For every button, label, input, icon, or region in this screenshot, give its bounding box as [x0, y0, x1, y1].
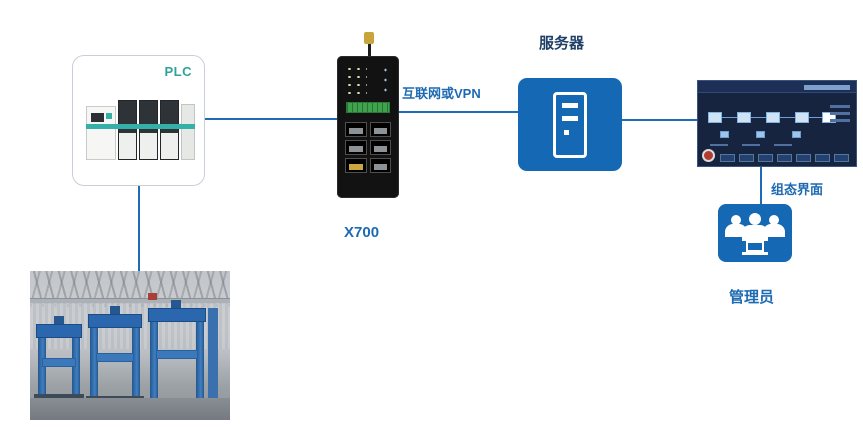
person-body [742, 225, 768, 241]
plc-io-module [118, 100, 137, 160]
connector-plc-machine [138, 186, 140, 271]
factory-crane-beam [30, 298, 230, 304]
scada-flow-box [737, 112, 751, 123]
ethernet-port [369, 122, 391, 137]
scada-toolbar-button [815, 154, 830, 162]
scada-list-line [830, 105, 850, 108]
press-platen [95, 352, 135, 362]
server-power-dot [564, 129, 569, 135]
person-head [731, 215, 741, 225]
factory-hoist [148, 293, 157, 300]
antenna-tip [364, 32, 374, 44]
internet-vpn-label: 互联网或VPN [402, 86, 481, 101]
plc-display [91, 113, 104, 122]
press-column [72, 338, 80, 394]
scada-title-text [804, 85, 850, 90]
press-column [196, 322, 204, 398]
server-icon [518, 78, 622, 171]
scada-toolbar-button [720, 154, 735, 162]
scada-text-dash [710, 144, 728, 146]
press-crossbeam [148, 308, 206, 322]
scada-toolbar-button [758, 154, 773, 162]
connector-server-scada [622, 119, 697, 121]
led-indicators [345, 65, 367, 95]
press-crossbeam [36, 324, 82, 338]
person-head [749, 213, 761, 225]
press-platen [42, 357, 76, 367]
antenna-mast [368, 43, 371, 56]
router-icon [337, 32, 399, 198]
ethernet-port [345, 158, 367, 173]
led-indicators [381, 65, 391, 95]
ethernet-port [345, 122, 367, 137]
laptop-base [742, 252, 768, 255]
plc-teal-stripe [86, 124, 195, 129]
press-column [38, 338, 46, 394]
scada-list-line [830, 112, 850, 115]
connector-router-server [399, 111, 518, 113]
server-slot [562, 115, 578, 121]
press-platen [156, 350, 198, 359]
plc-node: PLC [72, 55, 205, 186]
scada-red-indicator [702, 149, 715, 162]
scada-flow-box [795, 112, 809, 123]
scada-flow-box-small [720, 131, 729, 138]
press-cylinder [109, 306, 120, 314]
scada-screen-icon [697, 80, 857, 167]
scada-flow-box-small [792, 131, 801, 138]
admin-icon [718, 204, 792, 262]
laptop-icon [746, 241, 764, 252]
press-column [132, 328, 140, 396]
person-body [763, 224, 785, 237]
plc-modules-icon [86, 98, 195, 160]
plc-label: PLC [164, 64, 192, 79]
scada-text-dash [774, 144, 792, 146]
factory-photo [30, 271, 230, 420]
factory-floor [30, 398, 230, 420]
plc-io-module [160, 100, 179, 160]
factory-column [208, 308, 218, 404]
plc-brand-tag [106, 113, 112, 119]
scada-toolbar-button [777, 154, 792, 162]
scada-toolbar-button [739, 154, 754, 162]
ethernet-port [345, 140, 367, 155]
server-slot [562, 102, 578, 108]
press-machine [86, 306, 144, 406]
server-tower-glyph [553, 91, 587, 158]
admin-label: 管理员 [729, 289, 775, 306]
press-machine [146, 300, 208, 408]
scada-list-line [830, 119, 850, 122]
person-head [769, 215, 779, 225]
press-column [150, 322, 158, 398]
press-crossbeam [88, 314, 142, 328]
scada-flow-box [766, 112, 780, 123]
plc-end-cap [181, 104, 195, 160]
router-label: X700 [344, 224, 380, 241]
plc-io-module [139, 100, 158, 160]
server-label: 服务器 [539, 35, 585, 52]
press-cylinder [171, 300, 182, 308]
ethernet-port [369, 140, 391, 155]
scada-toolbar-button [796, 154, 811, 162]
scada-flow-box [708, 112, 722, 123]
press-column [90, 328, 98, 396]
scada-toolbar-button [834, 154, 849, 162]
plc-cpu-module [86, 106, 116, 160]
ethernet-ports [345, 122, 391, 173]
person-body [725, 224, 747, 237]
press-machine [34, 316, 84, 404]
ethernet-port [369, 158, 391, 173]
terminal-block [346, 102, 390, 113]
scada-titlebar [698, 81, 856, 93]
scada-label: 组态界面 [771, 182, 824, 197]
connector-plc-router [205, 118, 337, 120]
scada-flow-box [822, 112, 836, 123]
scada-text-dash [742, 144, 760, 146]
press-cylinder [54, 316, 65, 324]
connector-scada-admin [760, 167, 762, 204]
scada-flow-box-small [756, 131, 765, 138]
